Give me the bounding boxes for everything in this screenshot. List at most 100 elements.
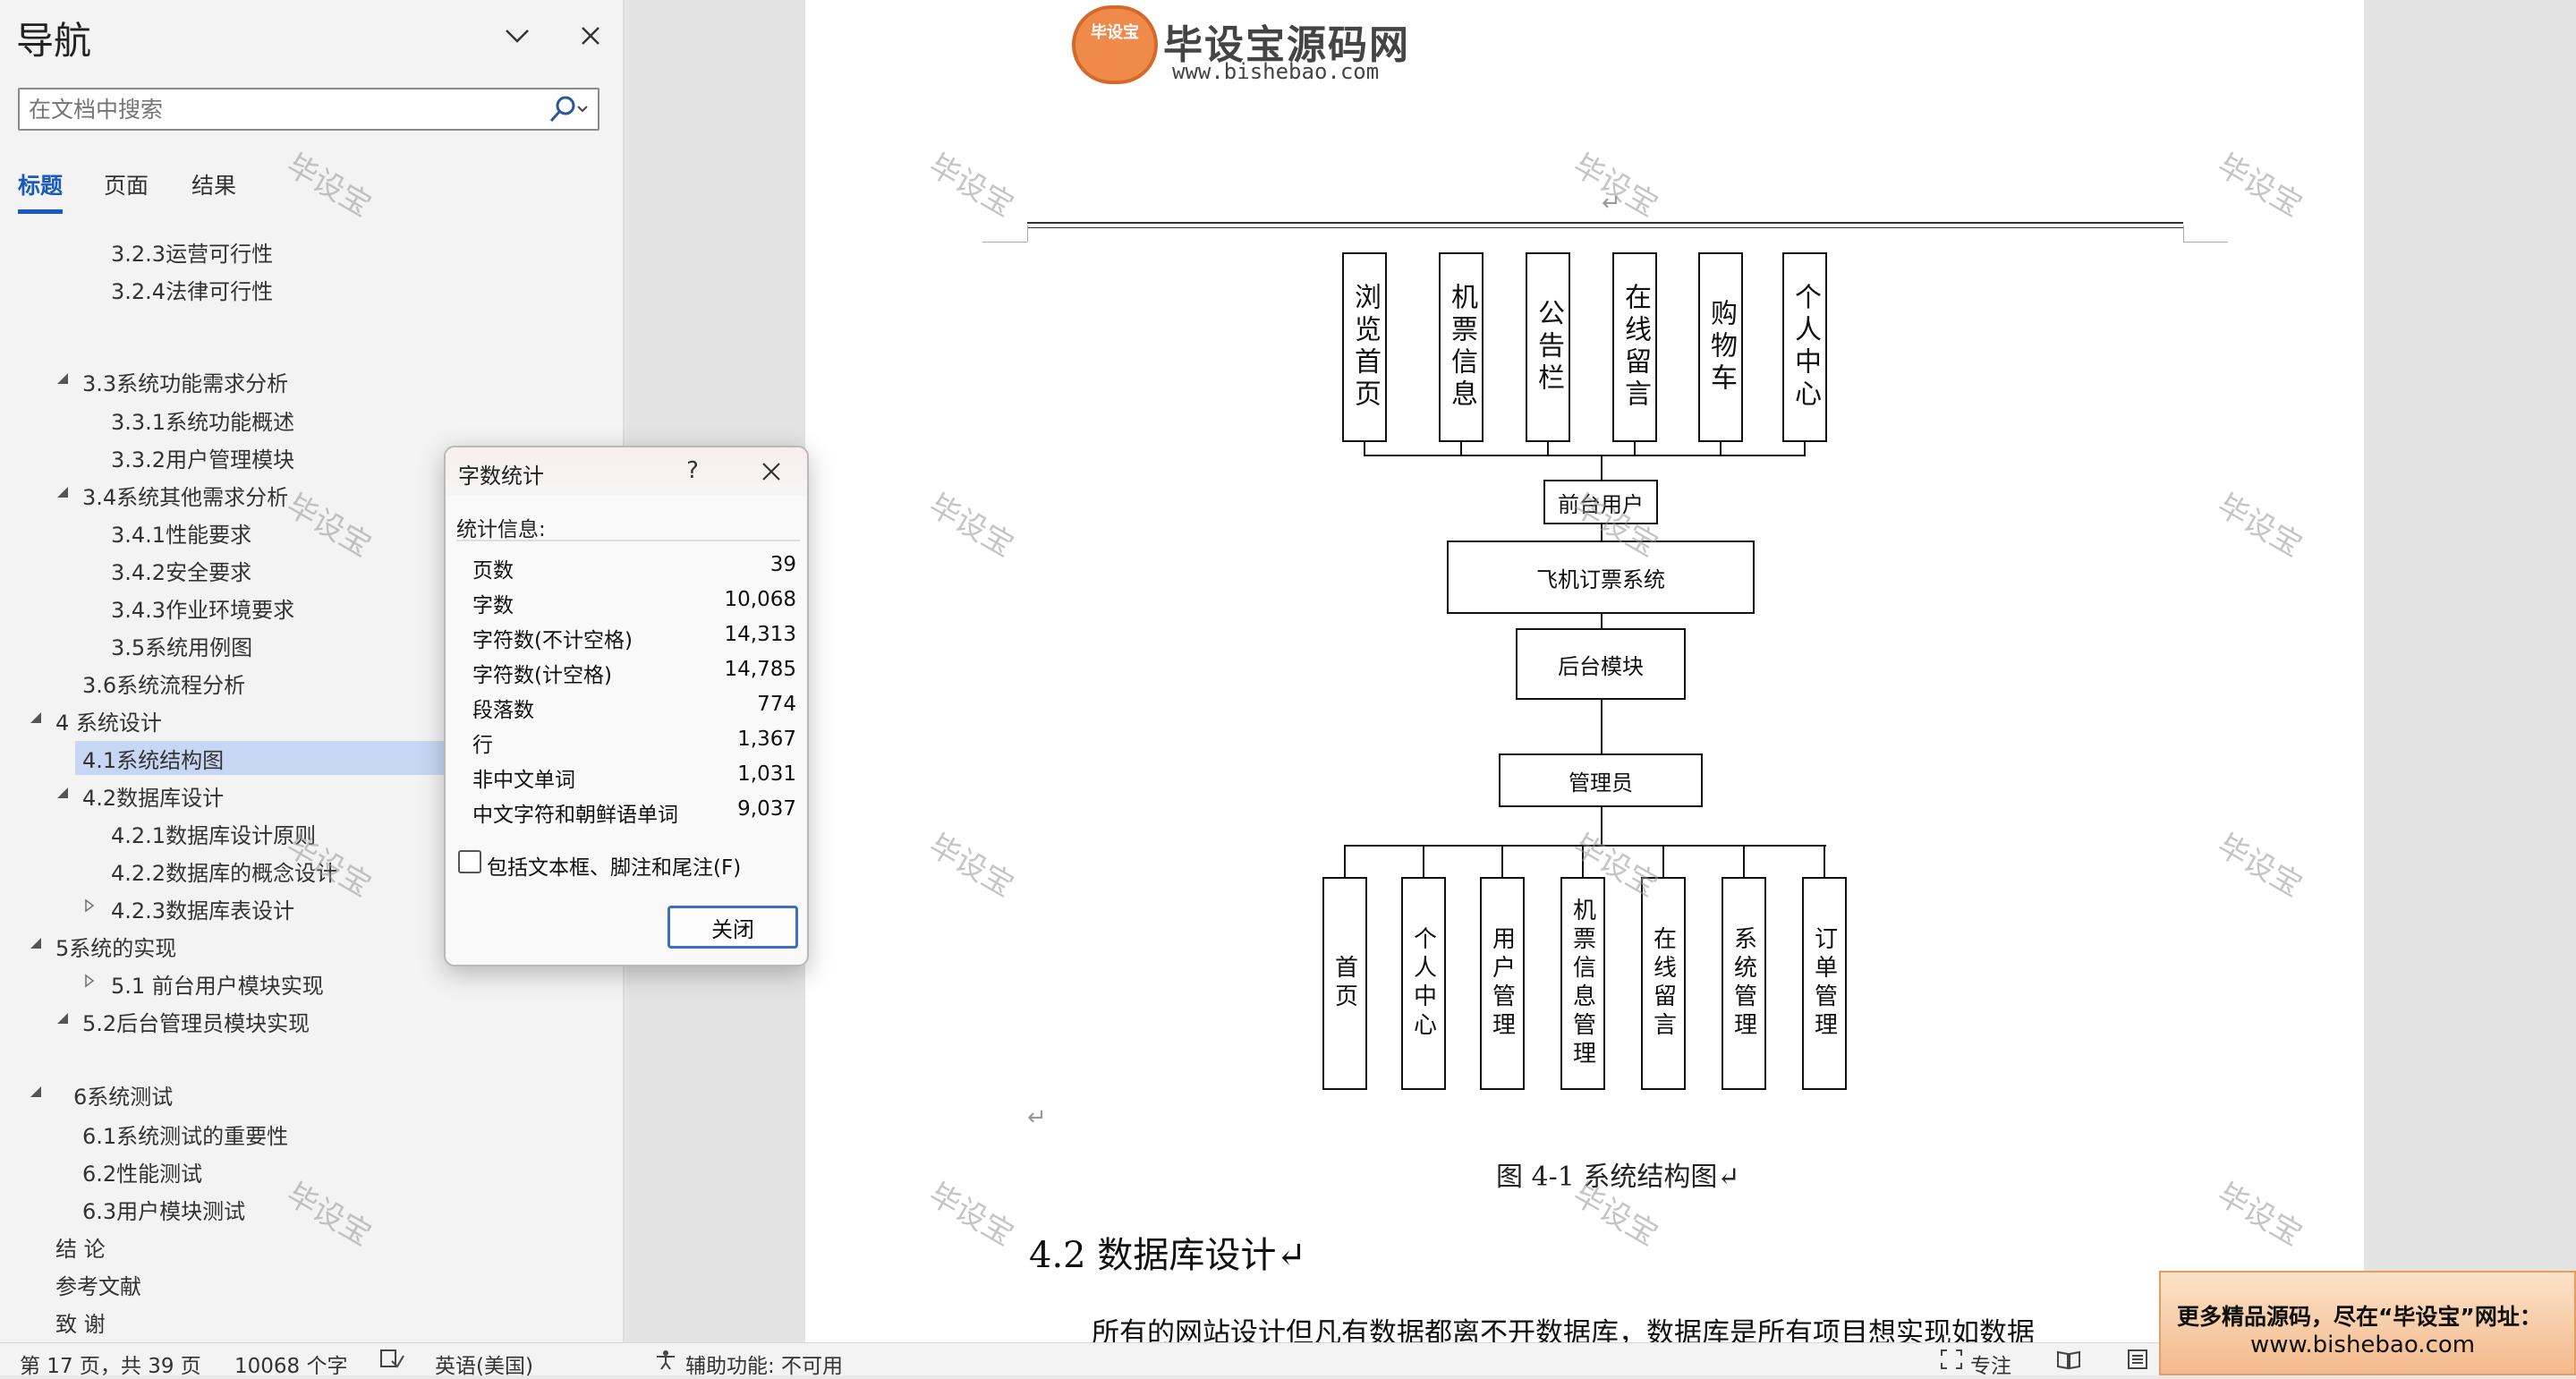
nav-heading-item[interactable]: 致 谢 [55,1305,106,1339]
nav-heading-item[interactable]: 3.4.3作业环境要求 [111,591,294,625]
connector-line [1601,614,1603,630]
statistic-value: 39 [769,553,796,576]
caret-expanded-icon[interactable] [55,786,70,804]
nav-heading-item[interactable]: 5.1 前台用户模块实现 [111,966,324,1000]
diagram-module-label: 购物车 [1705,299,1737,396]
include-textboxes-checkbox[interactable] [458,850,481,873]
print-layout-icon[interactable] [2126,1349,2149,1375]
nav-heading-item[interactable]: 3.4.2安全要求 [111,553,251,587]
diagram-backend: 后台模块 [1516,628,1686,700]
focus-icon[interactable] [1940,1349,1963,1375]
caret-expanded-icon[interactable] [55,1011,70,1030]
tab-results[interactable]: 结果 [191,173,237,199]
brand-logo: 毕设宝 毕设宝源码网 www.bishebao.com [1072,5,1412,86]
connector-line [1662,845,1664,877]
nav-search-input[interactable] [29,95,548,123]
dialog-titlebar[interactable]: 字数统计 ? [446,447,807,496]
connector-line [1364,442,1365,456]
help-icon[interactable]: ? [686,457,699,484]
tab-headings[interactable]: 标题 [18,168,64,214]
caret-expanded-icon[interactable] [55,371,70,390]
nav-heading-item[interactable]: 4.2.3数据库表设计 [111,891,294,925]
nav-heading-item[interactable]: 5系统的实现 [55,929,176,963]
nav-heading-label: 3.3.1系统功能概述 [111,409,295,435]
nav-heading-item[interactable]: 4.2数据库设计 [82,779,224,813]
nav-options-chevron-icon[interactable] [497,16,537,55]
nav-heading-item[interactable]: 4 系统设计 [55,703,162,737]
read-mode-icon[interactable] [2056,1349,2081,1375]
nav-heading-item[interactable]: 6.2性能测试 [82,1154,202,1188]
nav-heading-item[interactable]: 3.6系统流程分析 [82,666,245,700]
statistic-label: 非中文单词 [472,769,575,792]
nav-heading-label: 6.2性能测试 [82,1161,203,1187]
margin-mark-right [2183,242,2228,243]
statistic-label: 中文字符和朝鲜语单词 [472,804,678,827]
nav-heading-item[interactable]: 结 论 [55,1230,106,1264]
status-accessibility[interactable]: 辅助功能: 不可用 [685,1355,844,1378]
accessibility-icon[interactable] [653,1349,678,1375]
ad-url[interactable]: www.bishebao.com [2250,1332,2476,1358]
nav-heading-item[interactable]: 3.5系统用例图 [111,628,252,662]
status-word-count[interactable]: 10068 个字 [234,1355,348,1378]
dialog-close-icon[interactable] [753,455,789,489]
caret-collapsed-icon[interactable] [82,898,97,917]
include-textboxes-label[interactable]: 包括文本框、脚注和尾注(F) [487,856,742,880]
nav-heading-item[interactable]: 6.1系统测试的重要性 [82,1117,288,1151]
statistic-value: 14,313 [724,623,796,646]
caret-expanded-icon[interactable] [29,711,43,729]
brand-url: www.bishebao.com [1172,59,1380,84]
nav-close-icon[interactable] [571,16,610,55]
connector-line [1346,845,1826,847]
caret-expanded-icon[interactable] [29,936,43,955]
nav-heading-item[interactable]: 3.4.1性能要求 [111,515,251,549]
connector-line [1804,442,1806,456]
caret-collapsed-icon[interactable] [82,974,97,992]
diagram-bottom-module: 订单管理 [1802,877,1847,1090]
nav-heading-item[interactable]: 3.3.1系统功能概述 [111,403,294,437]
nav-heading-label: 5.1 前台用户模块实现 [111,973,324,999]
nav-heading-item[interactable]: 参考文献 [55,1267,141,1301]
figure-caption: 图 4-1 系统结构图↵ [1496,1162,1740,1193]
caret-expanded-icon[interactable] [55,485,70,504]
diagram-module-label: 系统管理 [1730,926,1757,1041]
search-icon[interactable] [548,95,589,130]
nav-heading-item[interactable]: 6系统测试 [73,1077,173,1111]
status-language[interactable]: 英语(美国) [435,1355,533,1378]
nav-heading-label: 3.3.2用户管理模块 [111,447,295,472]
nav-heading-item[interactable]: 3.3.2用户管理模块 [111,440,294,474]
status-page-count[interactable]: 第 17 页，共 39 页 [20,1355,201,1378]
nav-heading-item[interactable]: 3.2.3运营可行性 [111,234,273,268]
nav-heading-label: 参考文献 [55,1273,141,1299]
caret-expanded-icon[interactable] [29,1085,43,1103]
statistic-label: 页数 [472,559,514,583]
connector-line [1720,442,1722,456]
nav-heading-item[interactable]: 4.2.1数据库设计原则 [111,816,316,850]
document-canvas[interactable] [626,0,2576,1342]
nav-heading-item[interactable]: 4.1系统结构图 [75,741,451,775]
nav-heading-item[interactable]: 3.3系统功能需求分析 [82,364,288,398]
ad-banner[interactable]: 更多精品源码，尽在“毕设宝”网址： www.bishebao.com [2159,1271,2576,1375]
nav-heading-item[interactable]: 3.4系统其他需求分析 [82,478,288,512]
nav-heading-label: 致 谢 [55,1311,106,1337]
nav-heading-item[interactable]: 4.2.2数据库的概念设计 [111,854,337,888]
close-button[interactable]: 关闭 [667,906,798,949]
paragraph-mark-figure: ↵ [1027,1104,1047,1131]
connector-line [1365,455,1806,456]
nav-search-box[interactable] [18,88,599,131]
nav-heading-item[interactable]: 6.3用户模块测试 [82,1192,245,1226]
nav-heading-item[interactable]: 3.2.4法律可行性 [111,272,273,306]
diagram-module-label: 浏览首页 [1349,283,1381,412]
tab-pages[interactable]: 页面 [104,173,149,199]
statistic-label: 行 [472,734,493,757]
paragraph-mark-header: ↵ [1602,190,1621,217]
diagram-bottom-module: 系统管理 [1722,877,1766,1090]
nav-heading-label: 3.4.3作业环境要求 [111,597,295,623]
nav-heading-item[interactable]: 5.2后台管理员模块实现 [82,1004,310,1038]
proofing-icon[interactable] [379,1349,404,1375]
header-rule-thin [1027,227,2183,228]
diagram-module-label: 个人中心 [1409,926,1437,1041]
status-focus[interactable]: 专注 [1970,1355,2011,1378]
